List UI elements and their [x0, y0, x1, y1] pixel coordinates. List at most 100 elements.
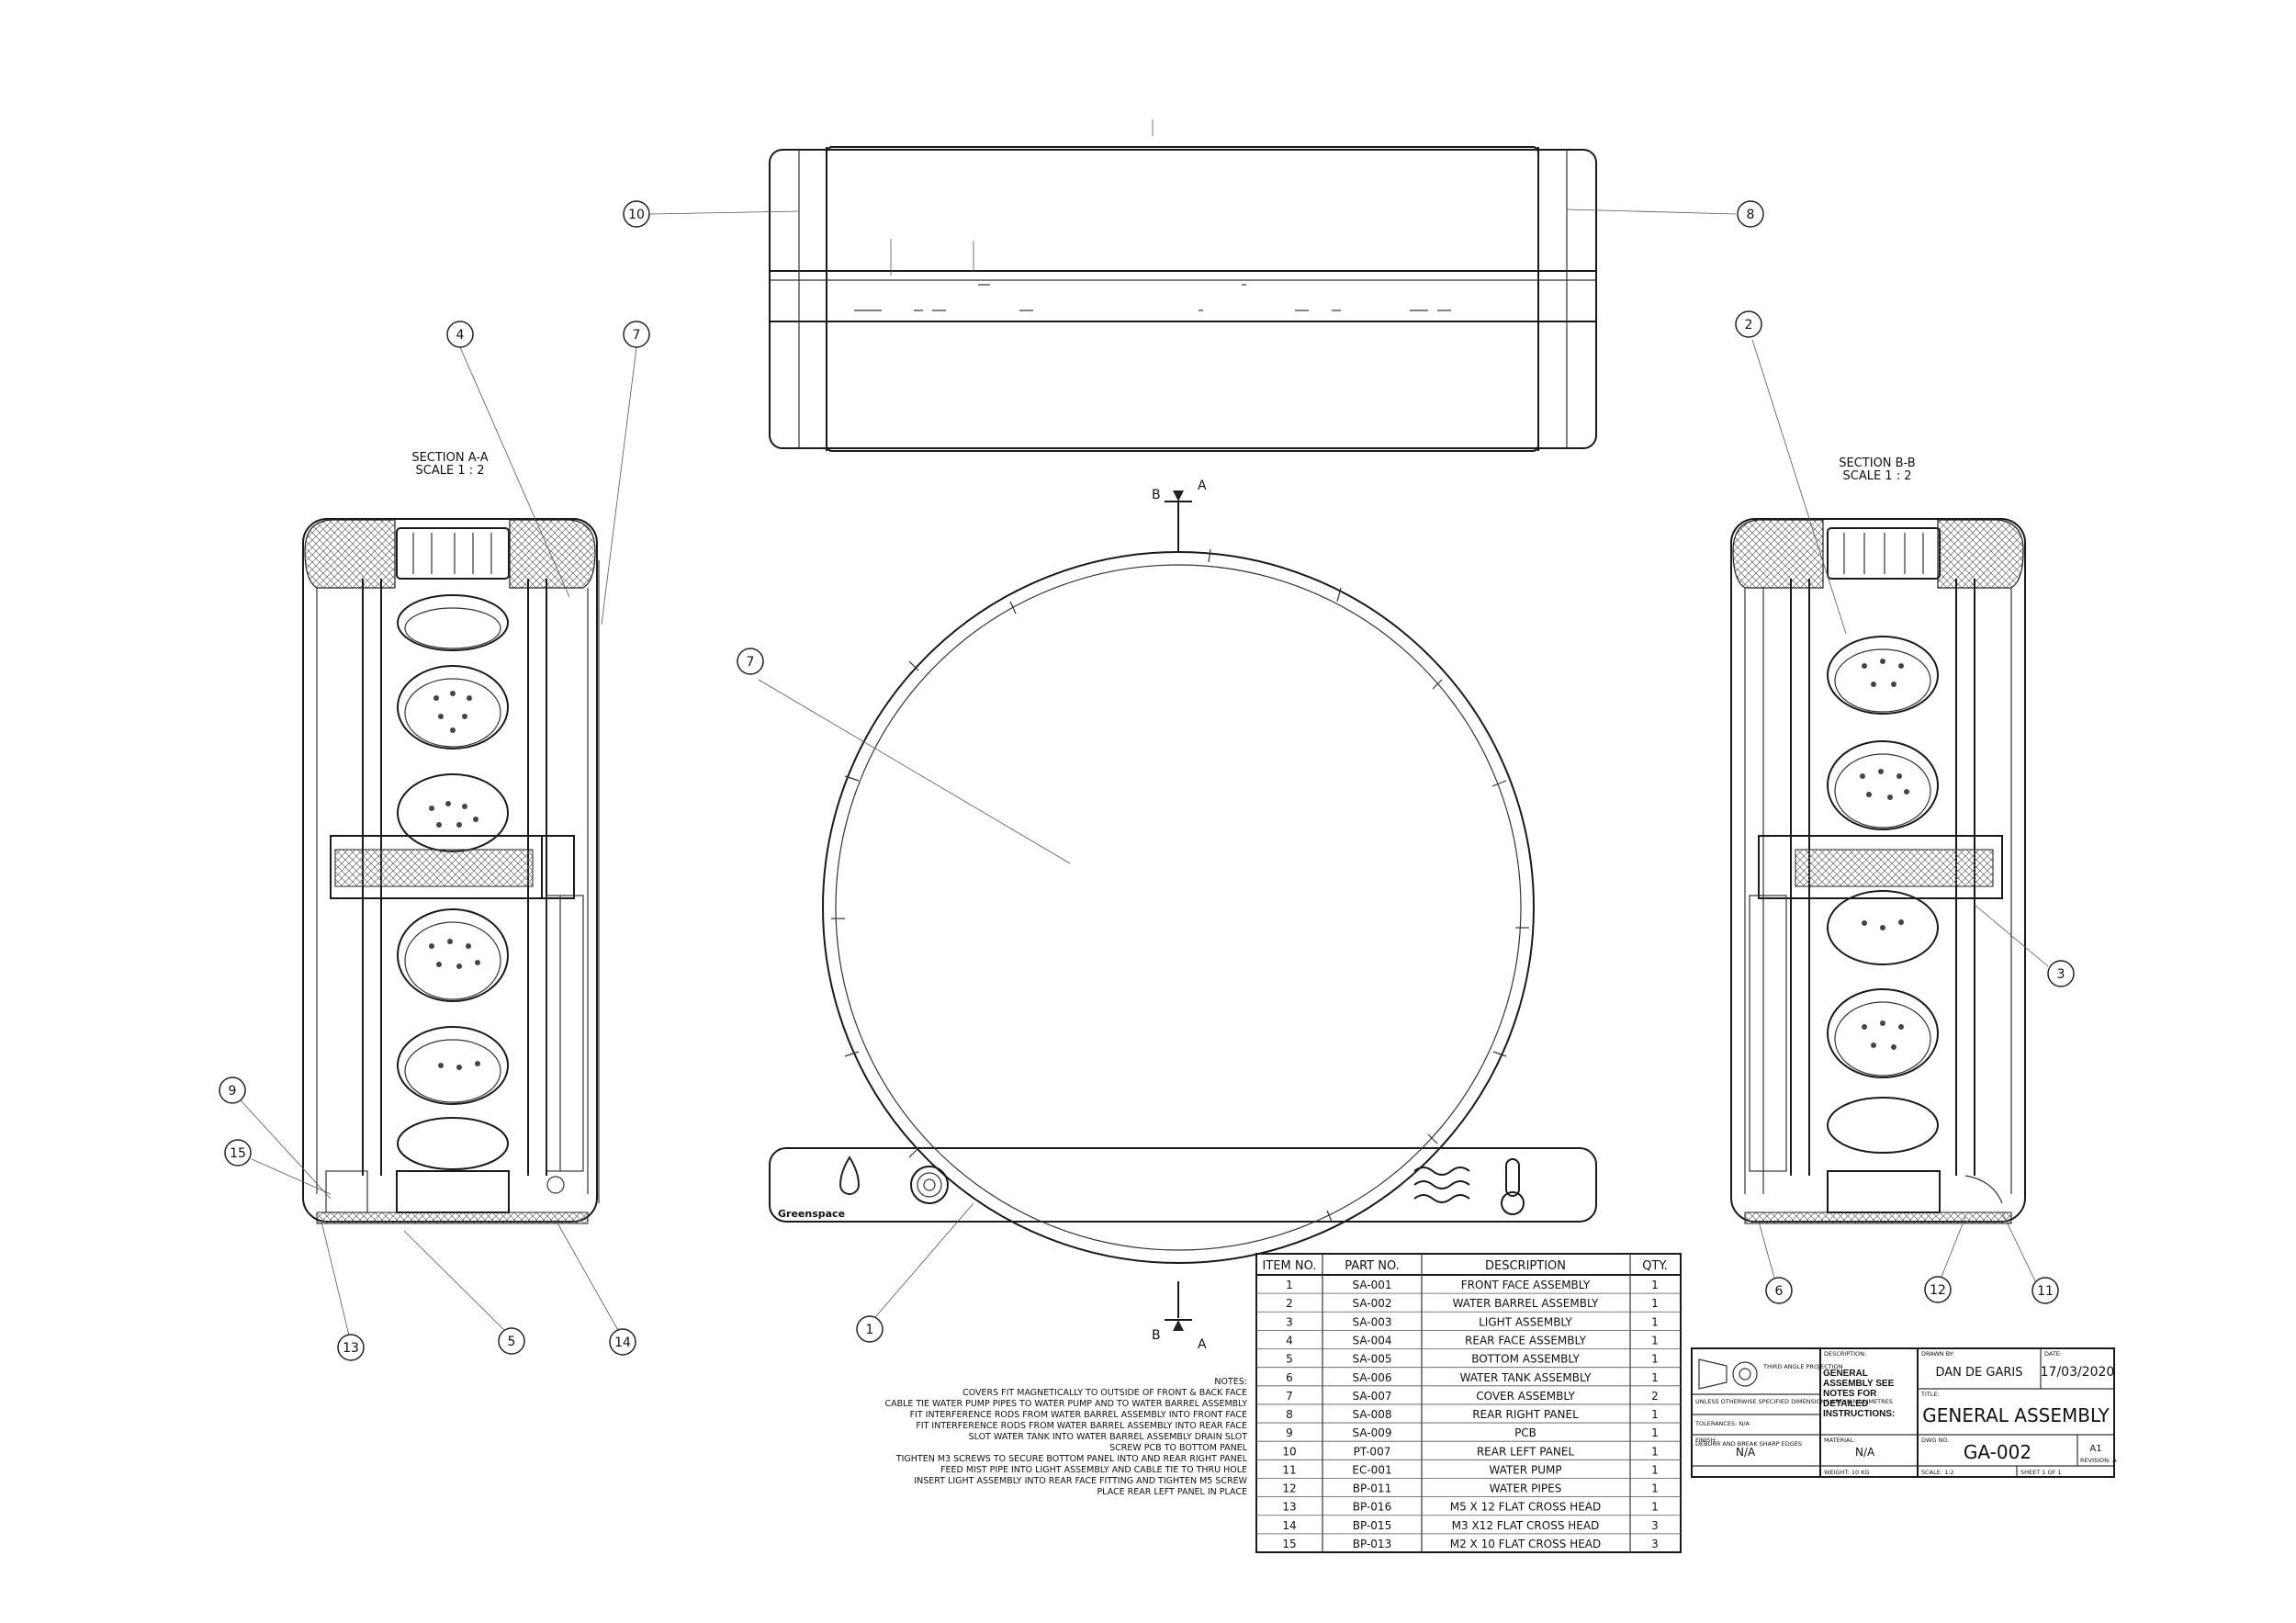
balloon-3: 3 [2057, 967, 2065, 982]
bom-header-item: ITEM NO. [1263, 1259, 1317, 1273]
bom-cell: 1 [1651, 1353, 1659, 1366]
balloon-7-left: 7 [633, 328, 641, 343]
bom-cell: 14 [1282, 1519, 1296, 1532]
section-a-a [302, 518, 600, 1224]
title-block: THIRD ANGLE PROJECTION UNLESS OTHERWISE … [1691, 1347, 2117, 1478]
bom-cell: 3 [1651, 1519, 1659, 1532]
drawing-title: GENERAL ASSEMBLY [1922, 1404, 2110, 1426]
section-b-b-scale: SCALE 1 : 2 [1843, 469, 1912, 483]
note-line: CABLE TIE WATER PUMP PIPES TO WATER PUMP… [884, 1399, 1247, 1409]
cut-label-a-bottom: A [1198, 1337, 1207, 1352]
note-line: SCREW PCB TO BOTTOM PANEL [1109, 1443, 1248, 1453]
bom-header-part: PART NO. [1345, 1259, 1400, 1273]
dwg-no-label: DWG NO. [1921, 1437, 1949, 1444]
bom-cell: REAR FACE ASSEMBLY [1465, 1335, 1587, 1347]
date-label: DATE: [2044, 1350, 2062, 1358]
leader-lines [240, 209, 2049, 1344]
bom-cell: WATER TANK ASSEMBLY [1460, 1371, 1593, 1384]
material-value: N/A [1855, 1446, 1875, 1459]
bom-cell: M2 X 10 FLAT CROSS HEAD [1450, 1538, 1601, 1550]
description-value: GENERAL ASSEMBLY SEE NOTES FOR DETAILED … [1823, 1369, 1896, 1419]
note-line: FIT INTERFERENCE RODS FROM WATER BARREL … [910, 1410, 1247, 1420]
bom-cell: 1 [1651, 1482, 1659, 1495]
bom-cell: 3 [1651, 1538, 1659, 1550]
bom-cell: EC-001 [1352, 1463, 1391, 1476]
bom-cell: FRONT FACE ASSEMBLY [1461, 1279, 1591, 1291]
balloon-4: 4 [456, 328, 465, 343]
section-a-a-scale: SCALE 1 : 2 [416, 464, 485, 478]
balloon-11: 11 [2037, 1284, 2054, 1299]
bom-cell: 1 [1651, 1297, 1659, 1310]
section-a-a-title: SECTION A-A [411, 451, 488, 465]
bom-cell: SA-002 [1352, 1297, 1391, 1310]
bom-cell: 1 [1651, 1408, 1659, 1421]
balloon-7-front: 7 [747, 655, 755, 670]
weight-label: WEIGHT: 10 KG [1824, 1469, 1870, 1476]
assembly-notes: NOTES: COVERS FIT MAGNETICALLY TO OUTSID… [884, 1377, 1247, 1497]
material-label: MATERIAL: [1824, 1437, 1855, 1444]
bom-cell: 9 [1286, 1426, 1293, 1439]
note-line: FIT INTERFERENCE RODS FROM WATER BARREL … [916, 1421, 1247, 1431]
bom-cell: PCB [1514, 1426, 1536, 1439]
bom-cell: PT-007 [1354, 1445, 1391, 1458]
balloon-12: 12 [1930, 1283, 1946, 1298]
bom-cell: LIGHT ASSEMBLY [1479, 1315, 1572, 1328]
bom-cell: SA-004 [1352, 1335, 1391, 1347]
balloon-2: 2 [1745, 318, 1753, 332]
bom-cell: BOTTOM ASSEMBLY [1471, 1353, 1580, 1366]
bom-cell: SA-001 [1352, 1279, 1391, 1291]
bom-cell: 2 [1286, 1297, 1293, 1310]
bom-cell: REAR LEFT PANEL [1477, 1445, 1575, 1458]
bom-cell: 15 [1282, 1538, 1296, 1550]
bom-cell: BP-016 [1353, 1501, 1391, 1514]
balloon-10: 10 [628, 208, 645, 222]
drawing-number: GA-002 [1964, 1441, 2032, 1463]
bom-cell: 8 [1286, 1408, 1293, 1421]
drawn-by-value: DAN DE GARIS [1936, 1366, 2023, 1380]
bom-cell: SA-008 [1352, 1408, 1391, 1421]
bom-cell: BP-013 [1353, 1538, 1391, 1550]
bom-cell: 1 [1286, 1279, 1293, 1291]
cut-label-a-top: A [1198, 479, 1207, 493]
note-line: FEED MIST PIPE INTO LIGHT ASSEMBLY AND C… [940, 1465, 1247, 1475]
finish-value: N/A [1736, 1446, 1756, 1459]
bom-cell: M5 X 12 FLAT CROSS HEAD [1450, 1501, 1601, 1514]
bom-cell: 3 [1286, 1315, 1293, 1328]
balloon-5: 5 [508, 1335, 516, 1349]
projection-label: THIRD ANGLE PROJECTION [1762, 1363, 1843, 1370]
tolerances-note: TOLERANCES: N/A [1694, 1420, 1750, 1427]
scale-label: SCALE: 1:2 [1921, 1469, 1954, 1476]
section-b-b [1730, 518, 2026, 1224]
balloon-15: 15 [230, 1146, 246, 1161]
bom-cell: SA-007 [1352, 1390, 1391, 1403]
bom-cell: WATER PIPES [1490, 1482, 1562, 1495]
bom-cell: 5 [1286, 1353, 1293, 1366]
bom-cell: SA-003 [1352, 1315, 1391, 1328]
finish-label: FINISH: [1695, 1437, 1717, 1444]
bom-cell: REAR RIGHT PANEL [1472, 1408, 1579, 1421]
note-line: PLACE REAR LEFT PANEL IN PLACE [1097, 1487, 1247, 1497]
drawn-by-label: DRAWN BY: [1921, 1350, 1954, 1358]
balloon-14: 14 [614, 1336, 631, 1350]
bom-cell: 1 [1651, 1426, 1659, 1439]
bom-cell: SA-006 [1352, 1371, 1391, 1384]
bom-header-qty: QTY. [1642, 1259, 1668, 1273]
section-b-b-title: SECTION B-B [1839, 456, 1915, 470]
note-line: SLOT WATER TANK INTO WATER BARREL ASSEMB… [969, 1432, 1248, 1442]
bom-cell: 1 [1651, 1315, 1659, 1328]
description-label: DESCRIPTION: [1824, 1350, 1866, 1358]
bom-cell: SA-009 [1352, 1426, 1391, 1439]
notes-heading: NOTES: [1214, 1377, 1247, 1387]
bom-cell: 10 [1282, 1445, 1296, 1458]
bom-cell: 13 [1282, 1501, 1296, 1514]
bom-cell: 1 [1651, 1445, 1659, 1458]
top-view [769, 119, 1597, 452]
bom-cell: 2 [1651, 1390, 1659, 1403]
bom-cell: 1 [1651, 1371, 1659, 1384]
balloon-9: 9 [229, 1084, 237, 1099]
bom-cell: 6 [1286, 1371, 1293, 1384]
bom-cell: SA-005 [1352, 1353, 1391, 1366]
